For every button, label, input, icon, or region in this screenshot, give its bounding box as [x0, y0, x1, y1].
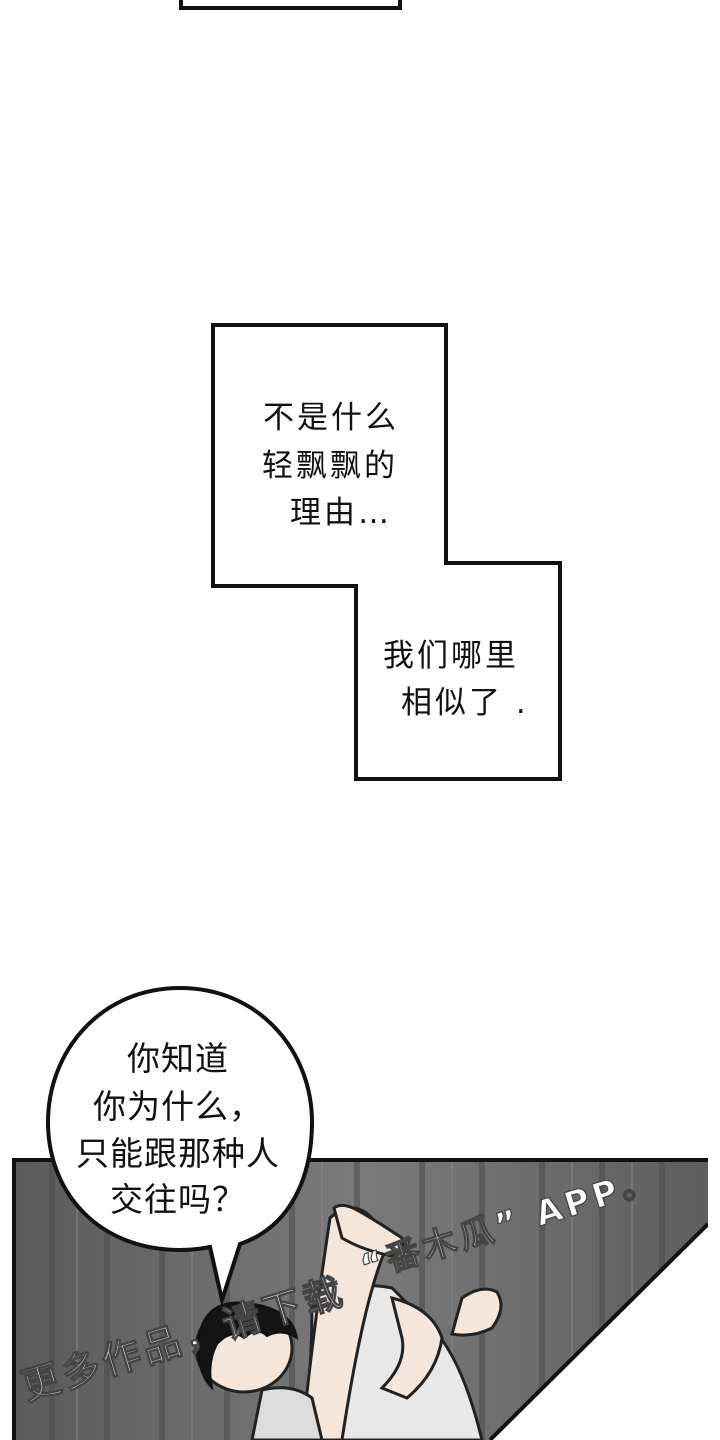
narration-line: 轻飘飘的	[262, 448, 398, 484]
panel-border	[12, 1158, 708, 1162]
speech-line: 交往吗？	[110, 1180, 246, 1219]
scene-illustration	[12, 1158, 708, 1440]
narration-box-frame	[211, 323, 562, 781]
speech-line: 你为什么，	[93, 1087, 263, 1126]
comic-panel-scene	[12, 1158, 708, 1440]
narration-line: 我们哪里	[383, 638, 519, 674]
previous-panel-edge	[179, 0, 402, 10]
speech-bubble	[45, 985, 315, 1307]
narration-line: 理由…	[290, 495, 392, 531]
speech-line: 你知道	[127, 1039, 229, 1078]
narration-line: 不是什么	[263, 400, 399, 436]
narration-line: 相似了 .	[401, 685, 529, 721]
panel-border	[12, 1158, 16, 1440]
speech-line: 只能跟那种人	[76, 1134, 280, 1173]
